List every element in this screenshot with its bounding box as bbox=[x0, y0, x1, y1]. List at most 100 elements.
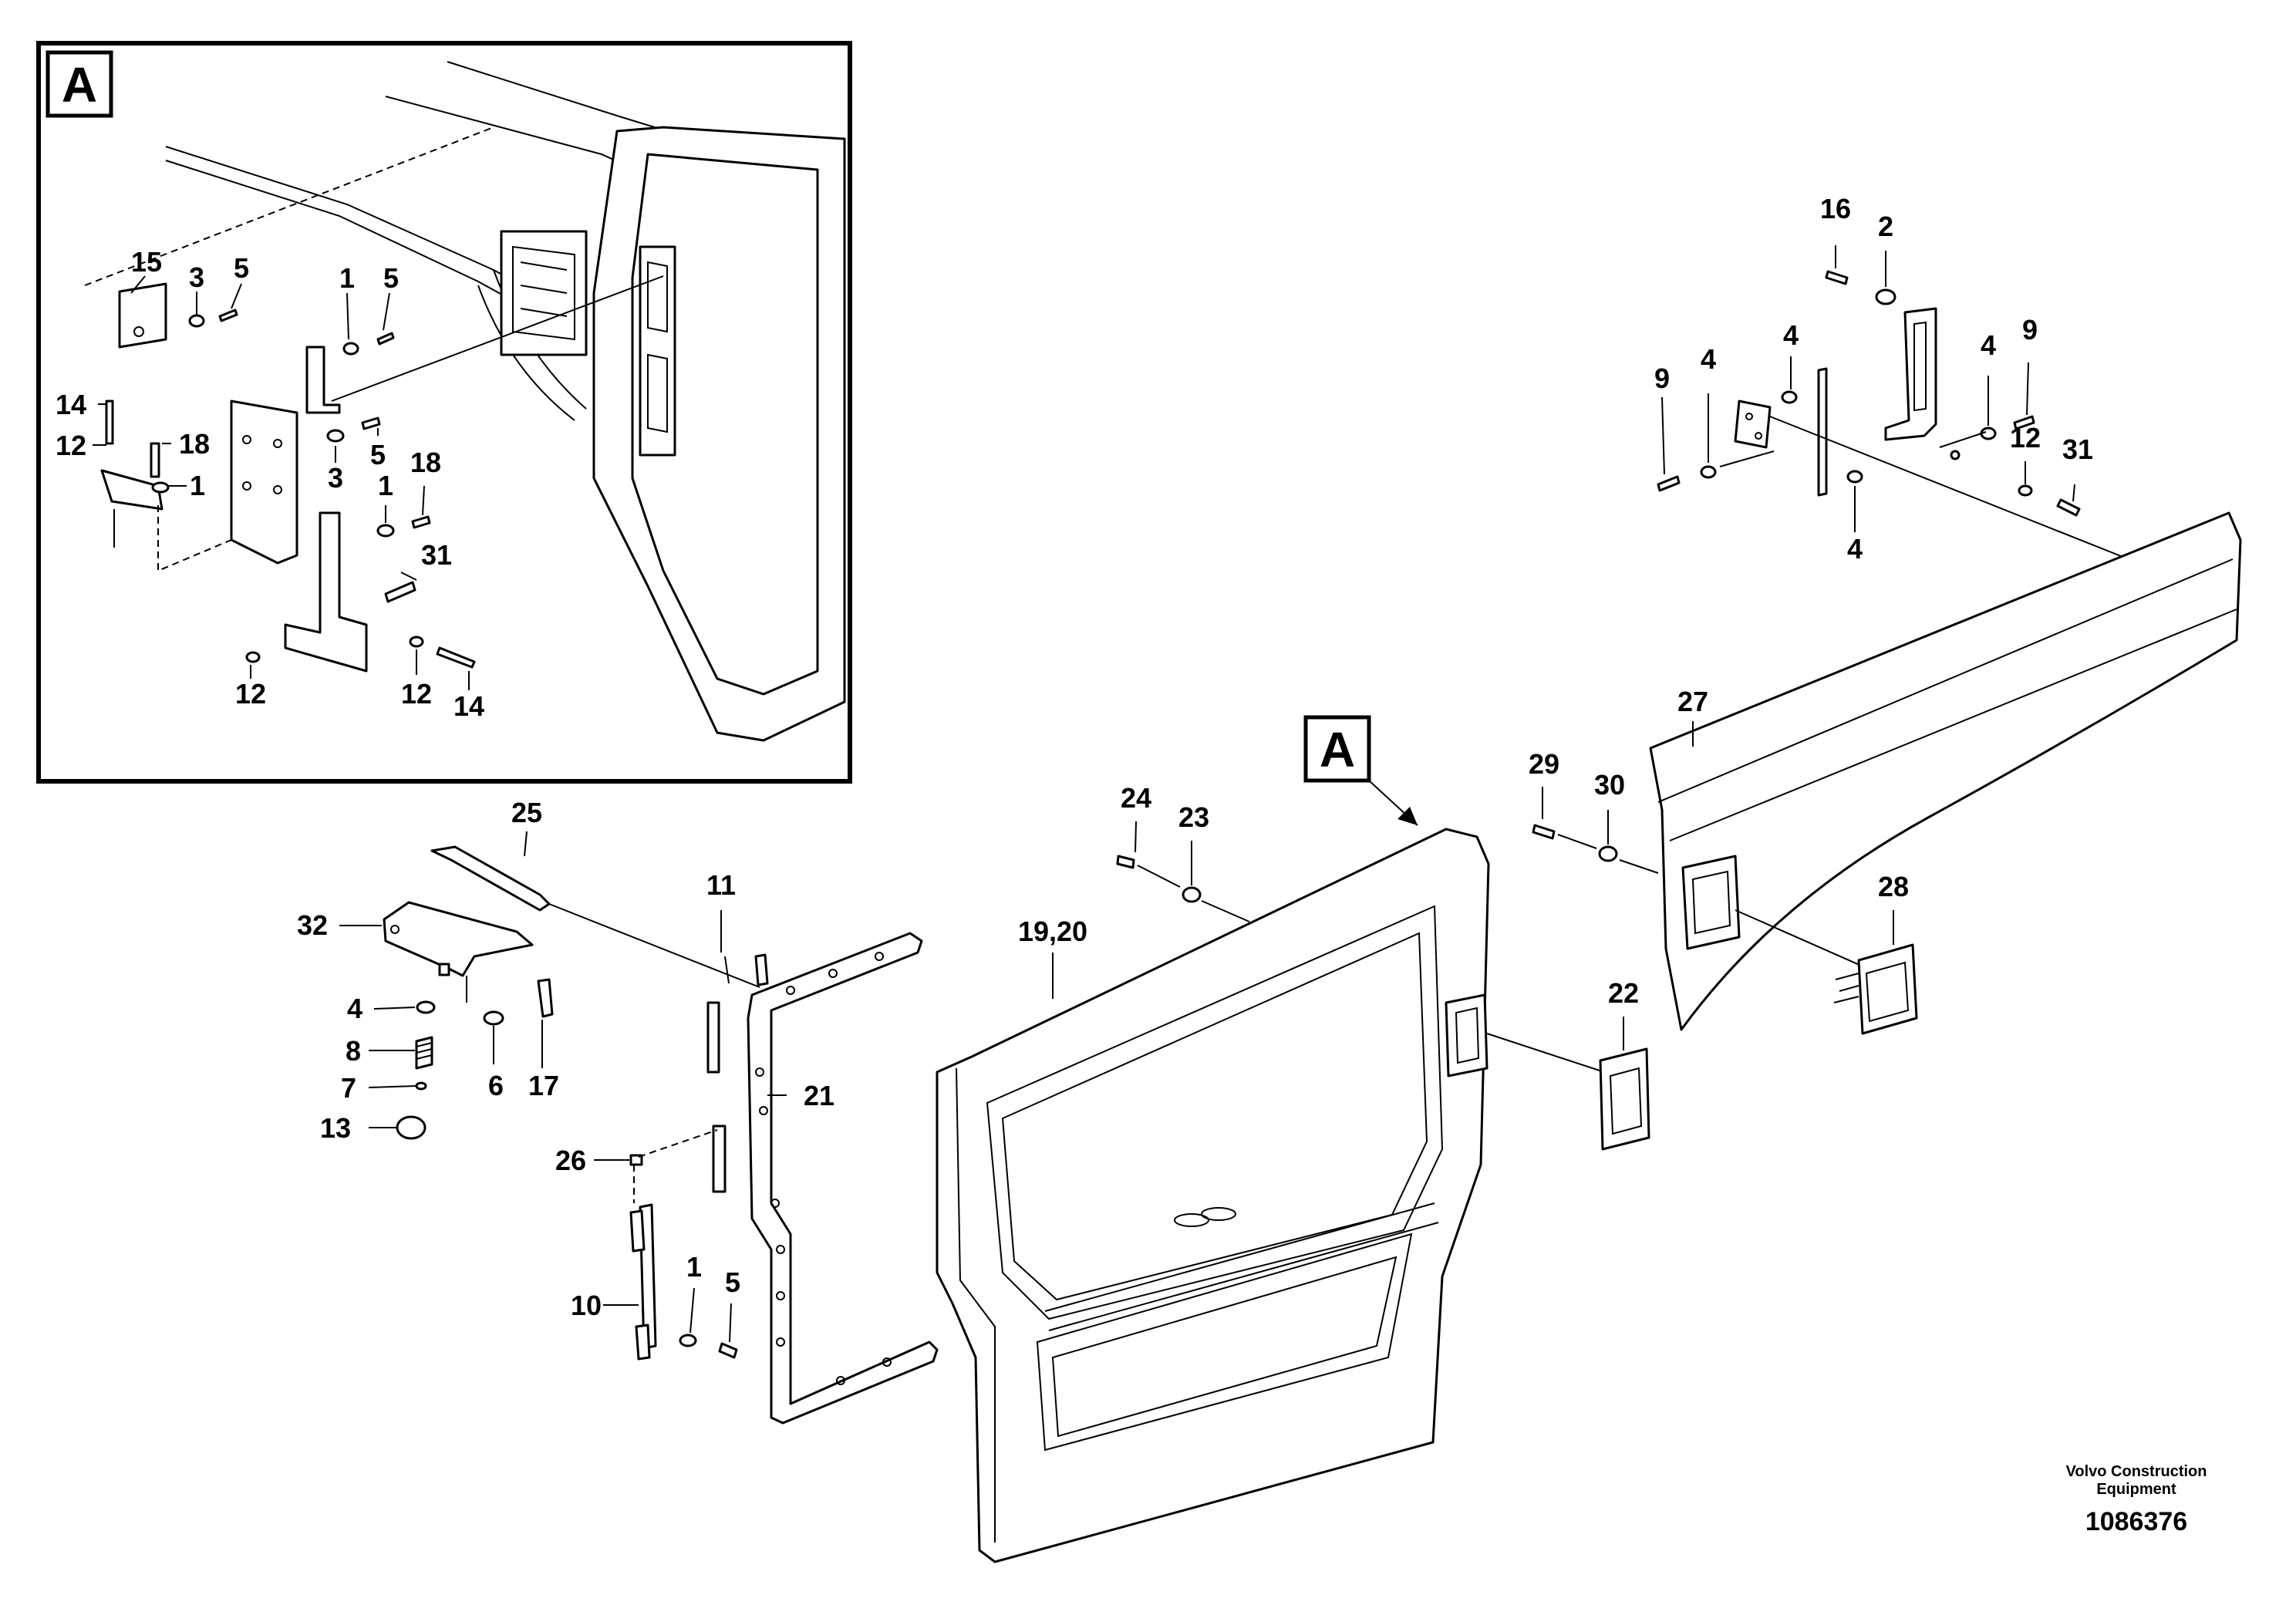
washer-1a bbox=[342, 342, 359, 356]
callout-12: 12 bbox=[56, 430, 86, 461]
washer-4a bbox=[1700, 465, 1717, 479]
washer-4b bbox=[1781, 390, 1798, 404]
rod-25 bbox=[430, 845, 551, 912]
callout-18: 18 bbox=[179, 428, 210, 460]
bolt-5a bbox=[218, 309, 238, 322]
bolt-29 bbox=[1532, 824, 1556, 840]
callout-4: 4 bbox=[1701, 343, 1716, 375]
callout-29: 29 bbox=[1529, 748, 1559, 780]
callout-5: 5 bbox=[234, 252, 249, 284]
callout-13: 13 bbox=[320, 1112, 351, 1144]
knob-13 bbox=[396, 1115, 426, 1140]
publisher-line-2: Equipment bbox=[2096, 1481, 2176, 1498]
callout-1: 1 bbox=[339, 262, 355, 294]
bolt-24 bbox=[1116, 855, 1135, 869]
callout-21: 21 bbox=[804, 1080, 834, 1111]
main-callouts: 27 29 30 24 23 28 22 19,20 bbox=[1018, 686, 1909, 1009]
lock-22 bbox=[1599, 1047, 1650, 1151]
callout-4: 4 bbox=[1783, 319, 1799, 351]
hinge-pin bbox=[1817, 367, 1828, 497]
cab-latch-box bbox=[500, 230, 588, 356]
bolt-14a bbox=[105, 400, 114, 445]
left-hinge-leaders bbox=[339, 831, 787, 1343]
callout-31: 31 bbox=[421, 539, 452, 571]
detail-view-a: A bbox=[36, 41, 852, 784]
detail-marker-label: A bbox=[62, 57, 97, 113]
callout-1: 1 bbox=[378, 470, 393, 501]
main-marker-box bbox=[1303, 715, 1371, 783]
document-number: 1086376 bbox=[2085, 1507, 2187, 1536]
detail-callouts: 15 3 5 1 5 14 12 18 1 5 3 1 18 31 12 12 … bbox=[56, 246, 484, 722]
hinge-strap bbox=[1884, 307, 1937, 441]
callout-4: 4 bbox=[1981, 329, 1996, 361]
upper-right-callouts: 16 2 4 9 4 4 9 12 31 4 bbox=[1654, 193, 2093, 565]
callout-2: 2 bbox=[1878, 211, 1893, 242]
hinge-frame-21 bbox=[747, 932, 939, 1425]
main-marker-label: A bbox=[1320, 722, 1355, 777]
callout-6: 6 bbox=[488, 1070, 504, 1101]
washer-3b bbox=[326, 429, 345, 443]
callout-4: 4 bbox=[1847, 533, 1863, 565]
callout-15: 15 bbox=[131, 246, 162, 278]
bolt-31 bbox=[384, 581, 416, 603]
bolt-9a bbox=[1657, 475, 1681, 492]
washer-1c bbox=[376, 524, 395, 538]
bolt-5c bbox=[361, 416, 381, 430]
callout-27: 27 bbox=[1677, 686, 1708, 717]
door-19-20 bbox=[936, 828, 1605, 1563]
cab-lock-striker bbox=[639, 245, 676, 457]
bolt-5 bbox=[718, 1342, 738, 1359]
callout-5: 5 bbox=[383, 262, 399, 294]
callout-10: 10 bbox=[571, 1290, 602, 1321]
washer-6 bbox=[483, 1010, 504, 1026]
plate-bracket bbox=[230, 400, 298, 565]
callout-9: 9 bbox=[1654, 363, 1670, 394]
publisher-line-1: Volvo Construction bbox=[2066, 1463, 2207, 1480]
callout-1: 1 bbox=[190, 470, 205, 501]
callout-23: 23 bbox=[1178, 801, 1209, 833]
detail-marker-box bbox=[46, 50, 113, 118]
bolt-9b bbox=[2013, 415, 2035, 430]
callout-5: 5 bbox=[725, 1266, 740, 1298]
screw-26 bbox=[629, 1154, 643, 1166]
washer-2 bbox=[1875, 288, 1896, 305]
bolt-5b bbox=[376, 332, 395, 346]
washer-4 bbox=[416, 1000, 436, 1014]
retainer-1a bbox=[305, 346, 341, 414]
bolt-31r bbox=[2056, 498, 2081, 517]
callout-7: 7 bbox=[341, 1072, 356, 1104]
callout-3: 3 bbox=[328, 462, 343, 494]
pin-11 bbox=[754, 953, 769, 986]
callout-14: 14 bbox=[56, 389, 86, 420]
callout-9: 9 bbox=[2022, 314, 2038, 346]
callout-11: 11 bbox=[706, 869, 736, 901]
detail-parts bbox=[84, 126, 664, 673]
rear-panel-27 bbox=[1649, 511, 2242, 1031]
callout-18: 18 bbox=[410, 447, 441, 478]
callout-32: 32 bbox=[297, 909, 328, 941]
bracket-15 bbox=[118, 282, 167, 349]
callout-16: 16 bbox=[1820, 193, 1851, 224]
handle-28 bbox=[1833, 943, 1918, 1035]
washer-30 bbox=[1598, 845, 1618, 862]
callout-19-20: 19,20 bbox=[1018, 916, 1087, 947]
callout-3: 3 bbox=[189, 261, 204, 293]
callout-5: 5 bbox=[370, 439, 386, 470]
callout-17: 17 bbox=[528, 1070, 559, 1101]
upper-right-leaders bbox=[1661, 245, 2075, 532]
left-hinge-assembly bbox=[383, 845, 939, 1425]
washer-3a bbox=[188, 314, 205, 328]
callout-4: 4 bbox=[347, 993, 362, 1024]
detail-leaders bbox=[93, 275, 470, 690]
callout-22: 22 bbox=[1608, 977, 1639, 1009]
callout-25: 25 bbox=[511, 797, 542, 828]
cab-pillar-drawing bbox=[165, 61, 846, 742]
hinge-plate bbox=[1734, 400, 1772, 449]
callout-8: 8 bbox=[346, 1035, 361, 1067]
bolt-16 bbox=[1825, 270, 1849, 285]
washer-1 bbox=[679, 1334, 697, 1347]
callout-12: 12 bbox=[401, 678, 432, 710]
detail-view-frame bbox=[36, 41, 852, 784]
callout-28: 28 bbox=[1878, 871, 1909, 902]
